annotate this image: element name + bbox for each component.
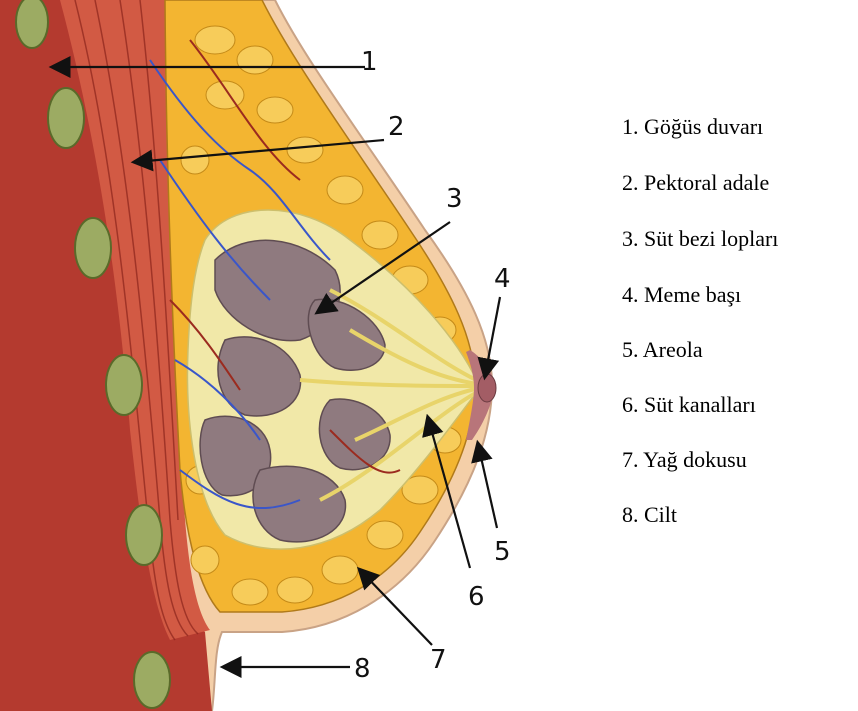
legend-item-2: 2. Pektoral adale bbox=[622, 170, 769, 196]
legend-item-7: 7. Yağ dokusu bbox=[622, 447, 747, 473]
callout-1: 1 bbox=[361, 47, 378, 77]
legend-item-8: 8. Cilt bbox=[622, 502, 677, 528]
callout-2: 2 bbox=[388, 112, 405, 142]
legend-item-5: 5. Areola bbox=[622, 337, 703, 363]
callout-8: 8 bbox=[354, 654, 371, 684]
breast-cross-section-illustration: 1 2 3 4 5 6 7 8 bbox=[0, 0, 600, 711]
callout-5: 5 bbox=[494, 537, 511, 567]
legend: 1. Göğüs duvarı 2. Pektoral adale 3. Süt… bbox=[622, 0, 858, 711]
callout-7: 7 bbox=[430, 645, 447, 675]
callout-3: 3 bbox=[446, 184, 463, 214]
legend-item-4: 4. Meme başı bbox=[622, 282, 741, 308]
callout-4: 4 bbox=[494, 264, 511, 294]
nipple bbox=[478, 374, 496, 402]
legend-item-1: 1. Göğüs duvarı bbox=[622, 114, 763, 140]
legend-item-3: 3. Süt bezi lopları bbox=[622, 226, 778, 252]
legend-item-6: 6. Süt kanalları bbox=[622, 392, 756, 418]
callout-6: 6 bbox=[468, 582, 485, 612]
